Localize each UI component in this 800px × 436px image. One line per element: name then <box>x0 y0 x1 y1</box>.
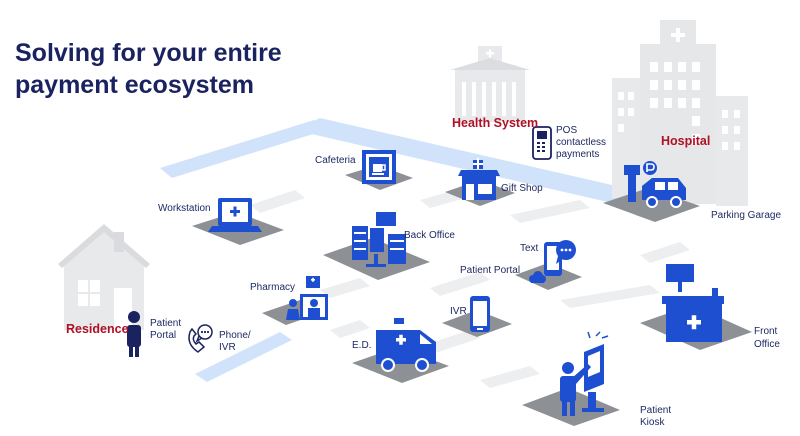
hospital-label: Hospital <box>661 134 711 148</box>
ed-label: E.D. <box>352 340 372 351</box>
cafeteria-label: Cafeteria <box>315 155 356 166</box>
pos-terminal-icon <box>532 126 552 160</box>
residence-house <box>58 224 150 330</box>
parking-car-icon <box>624 161 686 208</box>
health-system-label: Health System <box>452 116 539 130</box>
residence-portal-line-1: Patient <box>150 318 182 329</box>
pos-label-line-3: payments <box>556 149 600 160</box>
text-phone-icon <box>529 240 576 283</box>
kiosk-line-1: Patient <box>640 405 672 416</box>
kiosk-icon <box>560 331 609 416</box>
pharmacy-icon <box>286 276 328 320</box>
parking-garage-label: Parking Garage <box>711 210 782 221</box>
patient-portal-label: Patient Portal <box>460 265 521 276</box>
phone-chat-icon <box>188 324 213 353</box>
back-office-label: Back Office <box>404 230 455 241</box>
patient-portal-platform <box>515 263 582 290</box>
pharmacy-label: Pharmacy <box>250 282 296 293</box>
pos-label-line-2: contactless <box>556 137 607 148</box>
ambulance-icon <box>376 318 436 372</box>
residence-portal-line-2: Portal <box>150 330 177 341</box>
health-system-building <box>450 46 530 122</box>
ivr-label: IVR <box>450 306 467 317</box>
title-line-2: payment ecosystem <box>15 71 255 99</box>
person-icon <box>127 311 141 357</box>
pos-label-line-1: POS <box>556 125 578 136</box>
back-office-icon <box>352 212 406 267</box>
residence-label: Residence <box>66 322 129 336</box>
laptop-icon <box>208 198 262 232</box>
ivr-phone-icon <box>470 296 490 332</box>
text-label: Text <box>520 243 539 254</box>
kiosk-line-2: Kiosk <box>640 417 665 428</box>
coffee-sign-icon <box>362 150 396 184</box>
front-office-line-2: Office <box>754 339 780 350</box>
gift-shop-label: Gift Shop <box>501 183 543 194</box>
title-line-1: Solving for your entire <box>15 39 282 67</box>
gift-shop-icon <box>458 158 500 200</box>
front-office-icon <box>662 264 724 342</box>
workstation-label: Workstation <box>158 203 211 214</box>
phone-ivr-line-1: Phone/ <box>219 330 251 341</box>
phone-ivr-line-2: IVR <box>219 342 236 353</box>
front-office-line-1: Front <box>754 326 778 337</box>
